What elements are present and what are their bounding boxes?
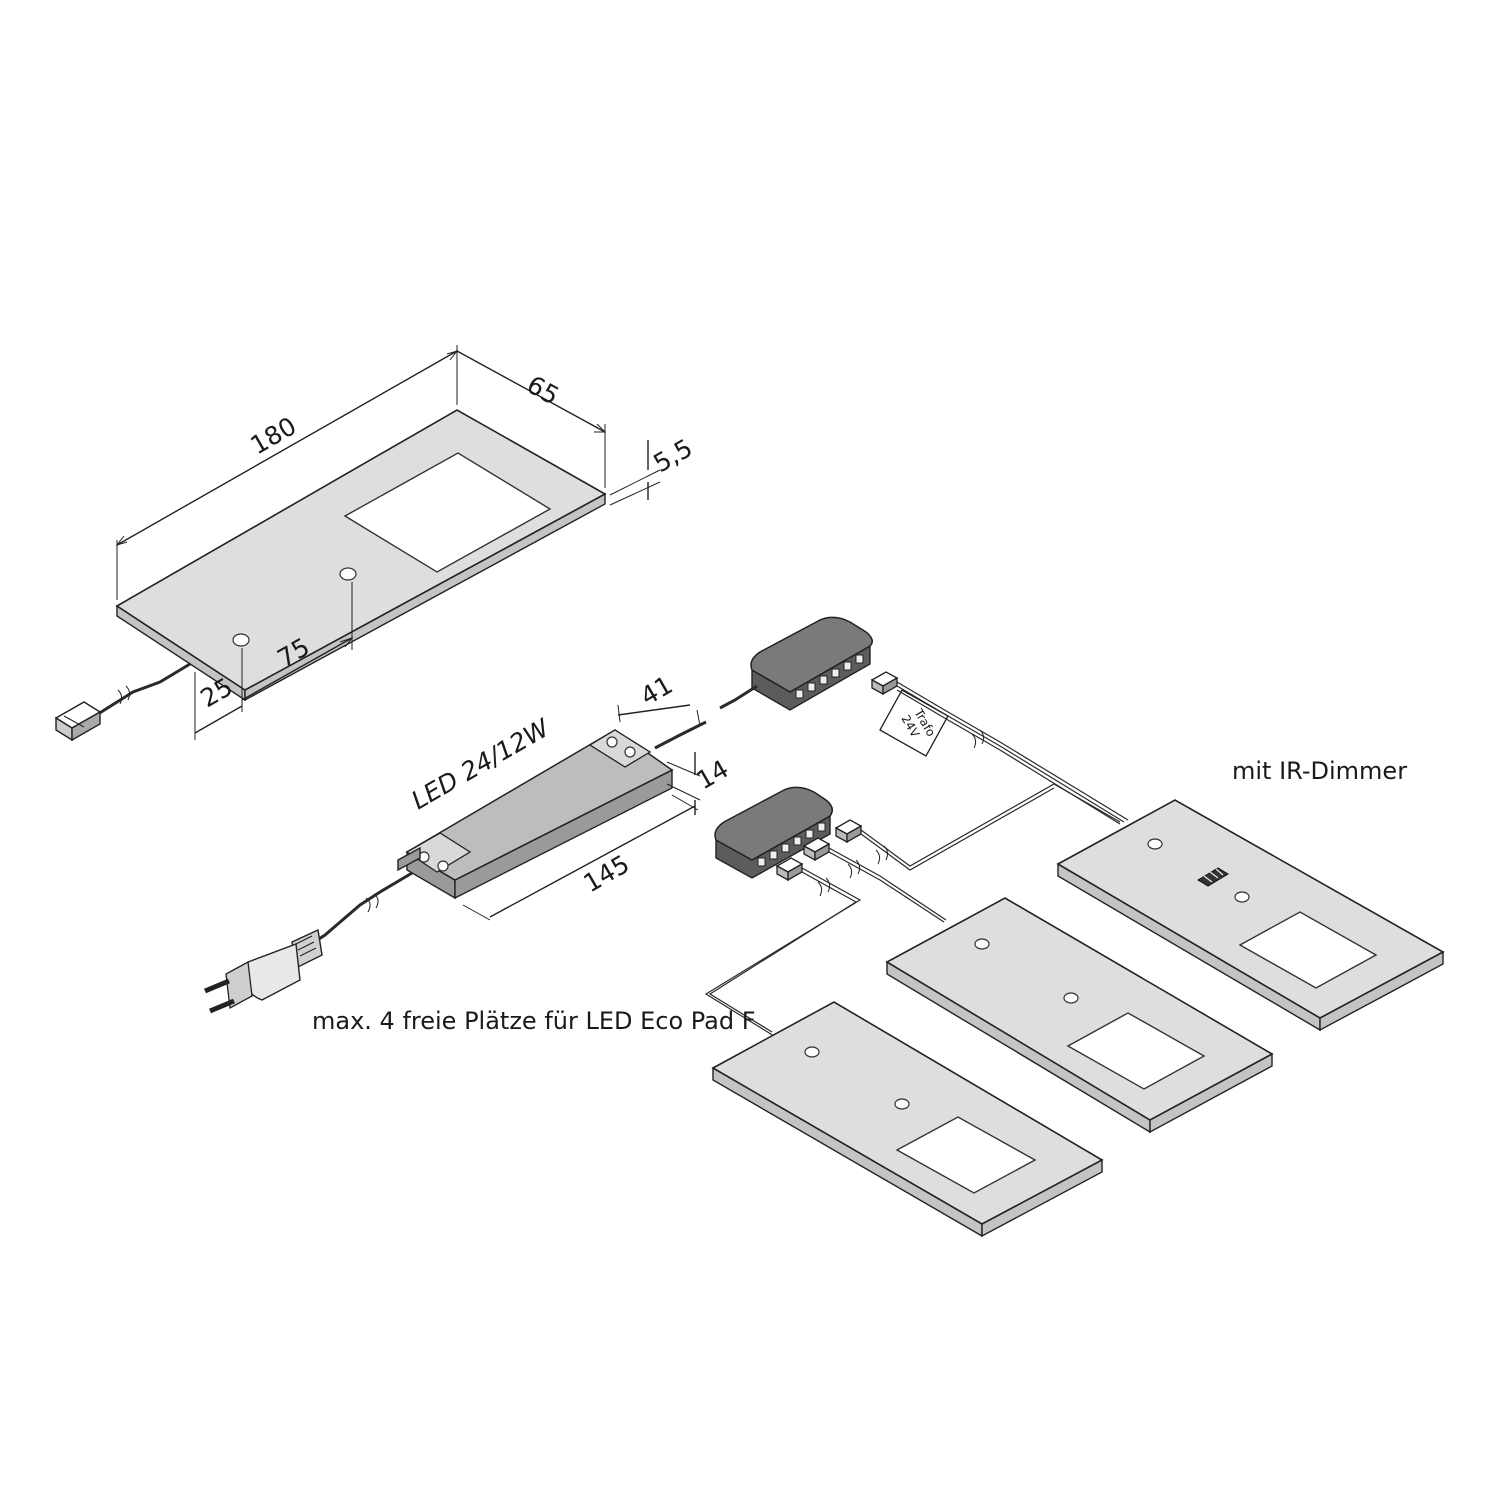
light-window: [1066, 1012, 1206, 1090]
mounting-hole: [1063, 992, 1079, 1004]
led-pad-middle: [885, 897, 1274, 1134]
dim-height: 5,5: [649, 433, 698, 478]
connector-plug-icon: [870, 671, 899, 696]
mounting-hole: [1234, 891, 1250, 903]
mounting-hole: [894, 1098, 910, 1110]
mounting-hole: [339, 567, 357, 581]
light-window: [343, 452, 552, 573]
led-pad-front: [711, 1001, 1104, 1238]
distributor-icon: [750, 616, 873, 711]
euro-plug-icon: [204, 928, 323, 1014]
light-window: [1238, 911, 1378, 989]
light-window: [895, 1116, 1037, 1194]
ir-sensor-icon: [1197, 867, 1229, 887]
dim-length: 180: [246, 411, 302, 460]
connector-plug-icon: [54, 701, 102, 742]
dimension-lines-top: [115, 345, 661, 740]
distributor-input-wire: [719, 684, 758, 710]
dim-driver-width: 41: [636, 670, 678, 711]
mounting-hole: [1147, 838, 1163, 850]
free-slots-label: max. 4 freie Plätze für LED Eco Pad F: [312, 1007, 756, 1035]
driver-output-wire: [654, 720, 707, 750]
mounting-hole: [974, 938, 990, 950]
led-pad-ir-dimmer: [1056, 799, 1445, 1032]
driver-dimension-lines: [462, 704, 701, 921]
connector-plug-icon: [775, 857, 804, 882]
mounting-hole: [804, 1046, 820, 1058]
ir-dimmer-label: mit IR-Dimmer: [1232, 757, 1407, 785]
top-led-pad: [115, 409, 607, 702]
distributor-icon: [714, 786, 833, 879]
led-driver: [397, 729, 674, 900]
dim-width: 65: [522, 370, 564, 411]
top-pad-cable: [54, 662, 191, 742]
connector-plug-icon: [834, 819, 863, 844]
connector-plug-icon: [802, 837, 831, 862]
wires: [704, 681, 1129, 1037]
power-cable: [204, 871, 413, 1014]
mounting-hole: [232, 633, 250, 647]
dim-driver-height: 14: [692, 754, 734, 795]
dim-driver-length: 145: [579, 849, 635, 898]
